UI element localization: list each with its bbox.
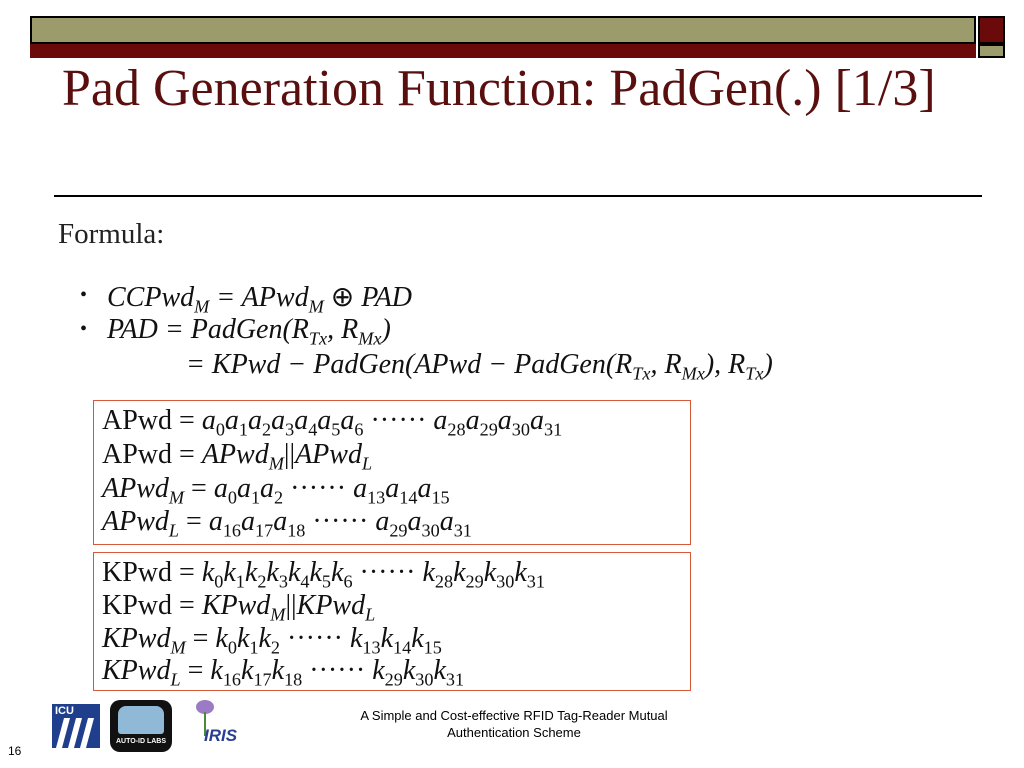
apwd-eq-3: APwdM = a0a1a2 ······ a13a14a15 (102, 473, 450, 508)
auto-id-labs-logo: AUTO-ID LABS (110, 700, 172, 752)
iris-logo-text: IRIS (204, 726, 238, 745)
formula-bullet-1: • CCPwdM = APwdM ⊕ PAD (80, 282, 413, 317)
auto-id-logo-text: AUTO-ID LABS (115, 738, 167, 745)
apwd-definition-box: APwd = a0a1a2a3a4a5a6 ······ a28a29a30a3… (93, 400, 691, 545)
kpwd-eq-4: KPwdL = k16k17k18 ······ k29k30k31 (102, 655, 465, 690)
corner-square-olive (978, 44, 1005, 58)
kpwd-eq-3: KPwdM = k0k1k2 ······ k13k14k15 (102, 623, 442, 658)
icu-logo: ICU (52, 704, 100, 748)
corner-square-red (978, 16, 1005, 44)
apwd-eq-1: APwd = a0a1a2a3a4a5a6 ······ a28a29a30a3… (102, 405, 563, 440)
slide-title: Pad Generation Function: PadGen(.) [1/3] (62, 60, 936, 117)
top-band-olive (30, 16, 976, 44)
apwd-eq-4: APwdL = a16a17a18 ······ a29a30a31 (102, 506, 472, 541)
title-divider (54, 195, 982, 197)
iris-logo: IRIS (182, 700, 252, 750)
footer-text: A Simple and Cost-effective RFID Tag-Rea… (360, 708, 668, 740)
kpwd-eq-1: KPwd = k0k1k2k3k4k5k6 ······ k28k29k30k3… (102, 557, 545, 592)
formula-bullet-2: • PAD = PadGen(RTx, RMx) (80, 314, 391, 349)
icu-logo-text: ICU (55, 705, 74, 717)
apwd-eq-2: APwd = APwdM||APwdL (102, 439, 373, 474)
page-number: 16 (8, 744, 22, 758)
kpwd-definition-box: KPwd = k0k1k2k3k4k5k6 ······ k28k29k30k3… (93, 552, 691, 691)
kpwd-eq-2: KPwd = KPwdM||KPwdL (102, 590, 376, 625)
formula-subheading: Formula: (58, 218, 165, 250)
formula-continuation: = KPwd − PadGen(APwd − PadGen(RTx, RMx),… (186, 349, 773, 384)
top-band-red (30, 44, 976, 58)
